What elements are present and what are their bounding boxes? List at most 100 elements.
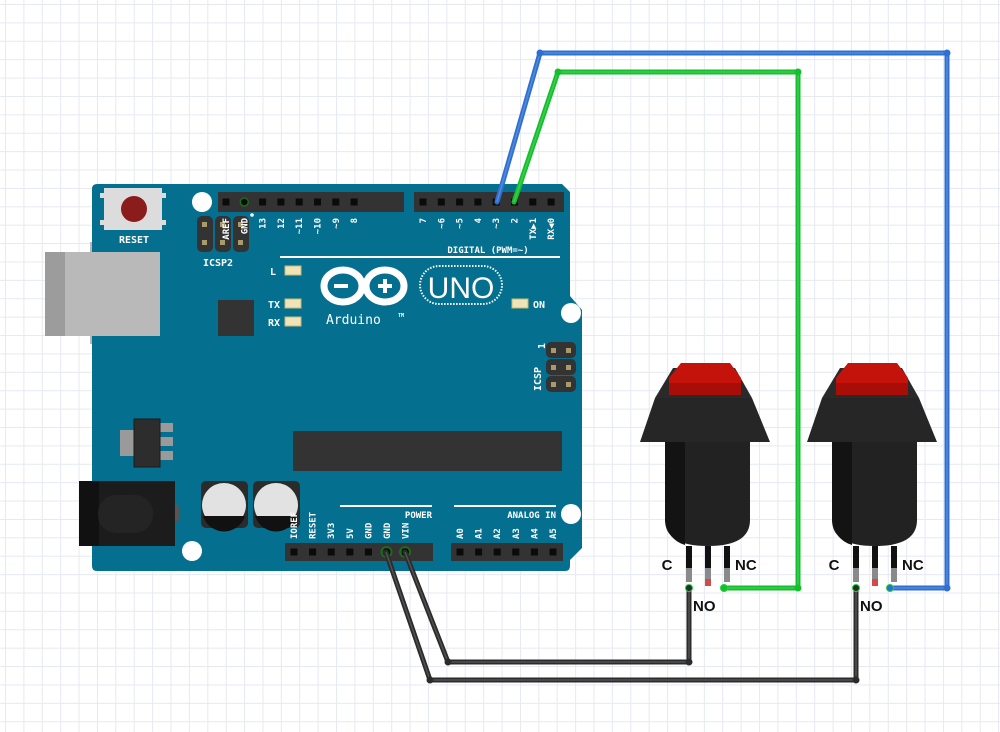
digital-pin-label: 13 [259,218,269,229]
digital-pin-label: ~9 [332,218,342,229]
wire-bendpoint[interactable] [943,584,951,592]
wire-path[interactable] [383,549,859,683]
digital-pin-label: ~10 [314,218,324,234]
led-l [284,265,302,276]
led-l-label: L [270,267,276,278]
wire-gnd2-to-button2-c[interactable] [383,549,860,684]
digital-pin-socket[interactable] [350,198,358,206]
wire-pin3-to-button2-nc[interactable] [494,49,951,592]
wire-endpoint[interactable] [720,584,728,592]
digital-pin-socket[interactable] [277,198,285,206]
analog-pin-label: A0 [456,528,466,539]
icsp2-header [197,213,254,252]
reset-label: RESET [119,235,149,246]
wire-pin2-to-button1-nc[interactable] [511,68,802,592]
button-body [665,442,750,546]
wire-bendpoint[interactable] [943,49,951,57]
mounting-hole [182,541,202,561]
digital-pin-socket[interactable] [259,198,267,206]
trademark-label: TM [398,313,404,319]
power-pin-socket[interactable] [364,548,372,556]
digital-pin-socket[interactable] [332,198,340,206]
analog-pin-label: A1 [475,528,485,539]
wire-bendpoint[interactable] [444,658,452,666]
analog-pin-socket[interactable] [512,548,520,556]
led-tx [284,298,302,309]
digital-pin-socket[interactable] [419,198,427,206]
wire-bendpoint[interactable] [554,68,562,76]
reset-button[interactable] [100,188,166,230]
digital-pin-socket[interactable] [222,198,230,206]
mounting-hole [192,192,212,212]
dc-power-jack [79,481,179,546]
wire-endpoint[interactable] [685,584,693,592]
mounting-hole [561,504,581,524]
pin-label-nc: NC [735,557,757,574]
analog-pin-socket[interactable] [475,548,483,556]
arduino-logo [320,265,503,306]
no-terminal[interactable] [872,579,878,586]
analog-pin-label: A4 [530,528,540,539]
digital-pin-socket[interactable] [295,198,303,206]
digital-pin-label: 12 [277,218,287,229]
analog-pin-socket[interactable] [456,548,464,556]
wire-endpoint[interactable] [886,584,894,592]
power-pin-socket[interactable] [290,548,298,556]
power-pin-label: GND [383,522,393,539]
digital-header-left [218,192,404,212]
no-terminal[interactable] [705,579,711,586]
digital-pin-socket[interactable] [529,198,537,206]
wire-path[interactable] [402,549,692,665]
power-pin-label: 3V3 [327,523,337,539]
power-pin-socket[interactable] [346,548,354,556]
digital-pin-label: RX◀0 [547,218,557,240]
wire-endpoint[interactable] [852,584,860,592]
button-collar [807,398,937,442]
led-on [511,298,529,309]
wire-bendpoint[interactable] [426,676,434,684]
usb-interface-chip [218,300,254,336]
analog-pin-socket[interactable] [549,548,557,556]
digital-pin-label: 8 [350,218,360,223]
pin-label-no: NO [860,598,883,615]
digital-pin-socket[interactable] [456,198,464,206]
pin-label-c: C [662,557,673,574]
wire-bendpoint[interactable] [794,584,802,592]
wire-bendpoint[interactable] [685,658,693,666]
digital-header-right [414,192,564,212]
digital-pin-label: ~11 [295,218,305,234]
analog-pin-socket[interactable] [493,548,501,556]
pushbutton-1[interactable]: C NC NO [640,363,770,615]
analog-pin-label: A5 [549,528,559,539]
digital-pin-label: 7 [419,218,429,223]
mounting-hole [561,303,581,323]
wire-bendpoint[interactable] [536,49,544,57]
digital-pin-socket[interactable] [240,198,248,206]
digital-pin-socket[interactable] [474,198,482,206]
digital-pin-socket[interactable] [547,198,555,206]
analog-pin-label: A3 [512,528,522,539]
analog-in-label: ANALOG IN [507,511,556,521]
wire-bendpoint[interactable] [794,68,802,76]
wire-bendpoint[interactable] [852,676,860,684]
power-pin-socket[interactable] [327,548,335,556]
digital-pin-socket[interactable] [437,198,445,206]
capacitor [253,481,300,532]
digital-pin-label: ~3 [492,218,502,229]
analog-pin-socket[interactable] [530,548,538,556]
digital-pin-label: TX▶1 [529,218,539,240]
pin-label-no: NO [693,598,716,615]
icsp-label: ICSP [533,367,544,391]
digital-pin-socket[interactable] [314,198,321,206]
icsp2-label: ICSP2 [203,258,233,269]
wire-gnd1-to-button1-c[interactable] [402,549,693,666]
power-pin-label: VIN [402,523,412,539]
power-label: POWER [405,511,433,521]
power-pin-socket[interactable] [309,548,317,556]
analog-pin-label: A2 [493,528,503,539]
icsp-pin1-label: 1 [537,343,548,349]
led-rx [284,316,302,327]
